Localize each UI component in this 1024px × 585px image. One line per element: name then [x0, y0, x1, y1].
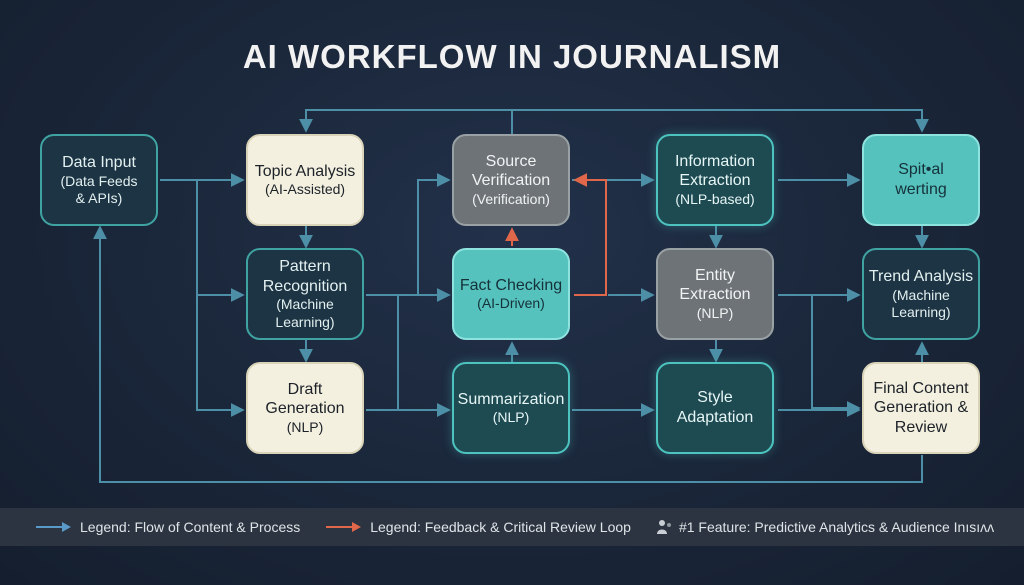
- node-source-verification-title: Source Verification: [471, 152, 551, 190]
- node-spital-werting-title: Spit•al werting: [895, 161, 947, 198]
- node-draft-generation-title: Draft Generation: [265, 380, 345, 418]
- legend-feedback: Legend: Feedback & Critical Review Loop: [326, 519, 631, 535]
- node-information-extraction: Information Extraction (NLP-based): [656, 134, 774, 226]
- node-summarization: Summarization (NLP): [452, 362, 570, 454]
- legend-feedback-label: Legend: Feedback & Critical Review Loop: [370, 519, 631, 535]
- node-data-input: Data Input (Data Feeds & APIs): [40, 134, 158, 226]
- node-entity-extraction: Entity Extraction (NLP): [656, 248, 774, 340]
- connector-top-to-spital: [512, 109, 929, 133]
- node-topic-analysis: Topic Analysis (AI-Assisted): [246, 134, 364, 226]
- node-fact-checking-title: Fact Checking: [459, 276, 563, 294]
- node-final-content: Final Content Generation & Review: [862, 362, 980, 454]
- connector-top-loop: [299, 109, 513, 136]
- connector-input-branch: [196, 180, 245, 417]
- diagram-title: AI WORKFLOW IN JOURNALISM: [242, 38, 782, 75]
- node-fact-checking-subtitle: (AI-Driven): [477, 295, 545, 312]
- node-spital-werting: Spit•al werting: [862, 134, 980, 226]
- connector-entity-final: [811, 295, 861, 415]
- node-topic-analysis-title: Topic Analysis: [254, 162, 356, 180]
- node-draft-generation-subtitle: (NLP): [286, 418, 324, 435]
- node-trend-analysis-subtitle: (Machine Learning): [891, 286, 951, 320]
- legend-flow: Legend: Flow of Content & Process: [36, 519, 300, 535]
- legend-flow-label: Legend: Flow of Content & Process: [80, 519, 301, 535]
- connector-pattern-source: [366, 173, 451, 296]
- connector-bottom-loop: [93, 225, 923, 483]
- feedback-arrow-icon: [326, 522, 362, 532]
- node-topic-analysis-subtitle: (AI-Assisted): [264, 181, 346, 198]
- node-entity-extraction-title: Entity Extraction: [679, 266, 751, 304]
- node-source-verification-subtitle: (Verification): [472, 190, 550, 207]
- node-source-verification: Source Verification (Verification): [452, 134, 570, 226]
- node-final-content-title: Final Content Generation & Review: [873, 379, 969, 436]
- node-style-adaptation: Style Adaptation: [656, 362, 774, 454]
- node-trend-analysis: Trend Analysis (Machine Learning): [862, 248, 980, 340]
- node-information-extraction-subtitle: (NLP-based): [675, 190, 755, 207]
- node-style-adaptation-title: Style Adaptation: [676, 389, 754, 426]
- legend-feature: #1 Feature: Predictive Analytics & Audie…: [655, 518, 994, 536]
- node-draft-generation: Draft Generation (NLP): [246, 362, 364, 454]
- node-pattern-recognition-subtitle: (Machine Learning): [275, 296, 335, 330]
- legend-feature-label: #1 Feature: Predictive Analytics & Audie…: [678, 519, 966, 535]
- node-data-input-subtitle: (Data Feeds & APIs): [60, 172, 138, 206]
- node-data-input-title: Data Input: [62, 154, 136, 172]
- node-pattern-recognition: Pattern Recognition (Machine Learning): [246, 248, 364, 340]
- feedback-loop: [573, 173, 607, 296]
- node-summarization-subtitle: (NLP): [492, 409, 530, 426]
- flow-arrow-icon: [36, 522, 71, 532]
- node-entity-extraction-subtitle: (NLP): [696, 304, 734, 321]
- node-fact-checking: Fact Checking (AI-Driven): [452, 248, 570, 340]
- node-information-extraction-title: Information Extraction: [674, 152, 756, 190]
- connector-pattern-summary: [397, 295, 451, 417]
- audience-icon: [656, 520, 671, 534]
- node-trend-analysis-title: Trend Analysis: [868, 268, 974, 286]
- legend-bar: Legend: Flow of Content & Process Legend…: [0, 508, 1024, 546]
- node-pattern-recognition-title: Pattern Recognition: [262, 258, 348, 295]
- node-summarization-title: Summarization: [457, 390, 565, 408]
- legend-feature-tail: ısıʌʌ: [965, 519, 995, 535]
